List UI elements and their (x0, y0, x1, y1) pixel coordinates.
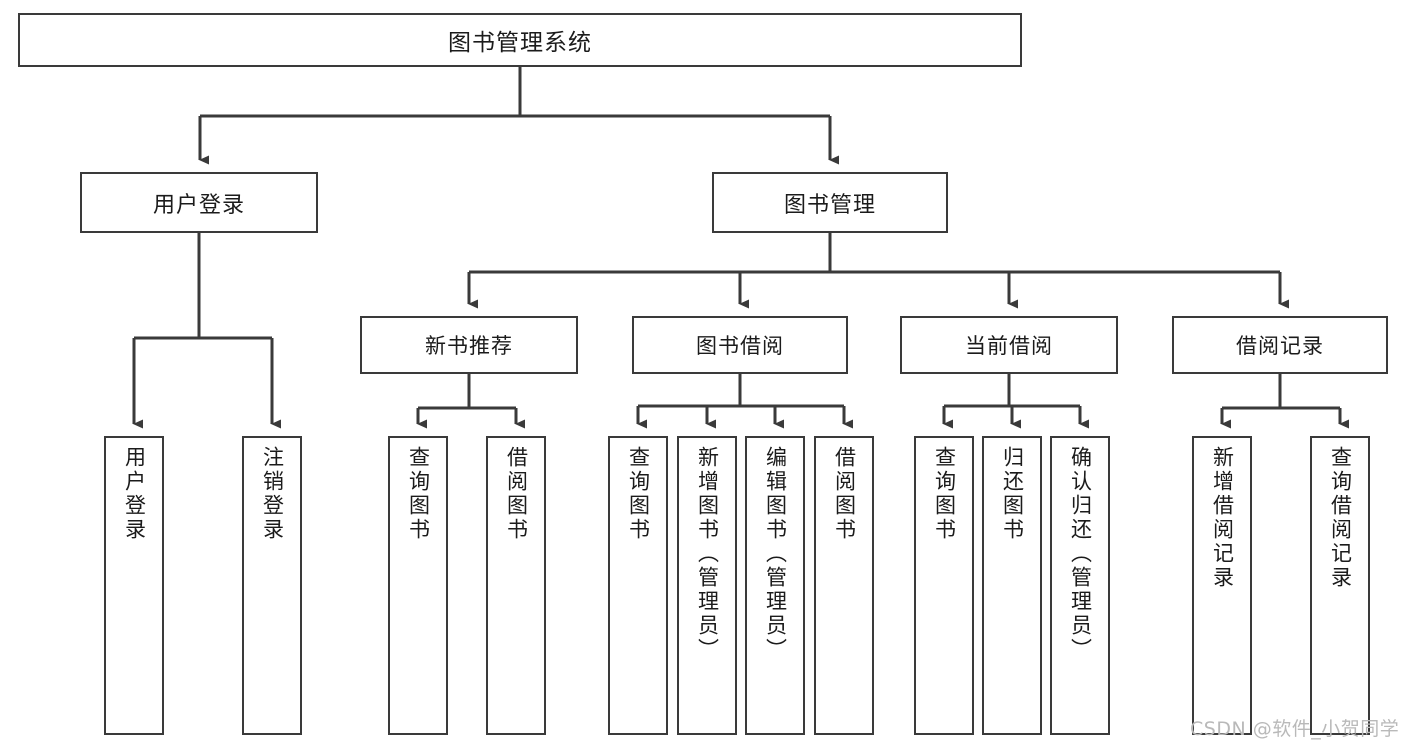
node-leaf-borrow-book-2-label: 借阅图书 (832, 446, 857, 542)
node-leaf-query-book-1-label: 查询图书 (406, 446, 431, 542)
watermark: CSDN @软件_小贺同学 (1190, 718, 1400, 740)
node-leaf-query-book-3[interactable]: 查询图书 (914, 436, 974, 735)
node-new-book-recommend[interactable]: 新书推荐 (360, 316, 578, 374)
node-book-borrow[interactable]: 图书借阅 (632, 316, 848, 374)
node-leaf-return-book[interactable]: 归还图书 (982, 436, 1042, 735)
node-leaf-add-record-label: 新增借阅记录 (1210, 446, 1235, 590)
node-leaf-query-record-label: 查询借阅记录 (1328, 446, 1353, 590)
node-book-manage-label: 图书管理 (783, 192, 876, 218)
node-current-borrow-label: 当前借阅 (965, 334, 1053, 358)
node-leaf-user-login[interactable]: 用户登录 (104, 436, 164, 735)
node-user-login[interactable]: 用户登录 (80, 172, 318, 233)
node-leaf-borrow-book-1[interactable]: 借阅图书 (486, 436, 546, 735)
node-new-book-recommend-label: 新书推荐 (425, 334, 513, 358)
node-leaf-edit-book-label: 编辑图书（管理员） (763, 446, 788, 662)
node-leaf-borrow-book-2[interactable]: 借阅图书 (814, 436, 874, 735)
node-leaf-query-book-2-label: 查询图书 (626, 446, 651, 542)
node-leaf-edit-book[interactable]: 编辑图书（管理员） (745, 436, 805, 735)
node-leaf-add-book[interactable]: 新增图书（管理员） (677, 436, 737, 735)
node-book-manage[interactable]: 图书管理 (712, 172, 948, 233)
node-borrow-record-label: 借阅记录 (1236, 334, 1324, 358)
node-leaf-user-logout[interactable]: 注销登录 (242, 436, 302, 735)
node-leaf-return-book-label: 归还图书 (1000, 446, 1025, 542)
node-leaf-confirm-return[interactable]: 确认归还（管理员） (1050, 436, 1110, 735)
node-root[interactable]: 图书管理系统 (18, 13, 1022, 67)
node-root-label: 图书管理系统 (448, 30, 592, 56)
node-book-borrow-label: 图书借阅 (696, 334, 784, 358)
node-leaf-user-login-label: 用户登录 (122, 446, 147, 542)
node-leaf-add-record[interactable]: 新增借阅记录 (1192, 436, 1252, 735)
node-current-borrow[interactable]: 当前借阅 (900, 316, 1118, 374)
node-leaf-query-book-2[interactable]: 查询图书 (608, 436, 668, 735)
node-leaf-borrow-book-1-label: 借阅图书 (504, 446, 529, 542)
node-leaf-confirm-return-label: 确认归还（管理员） (1068, 446, 1093, 662)
node-leaf-query-record[interactable]: 查询借阅记录 (1310, 436, 1370, 735)
node-leaf-query-book-1[interactable]: 查询图书 (388, 436, 448, 735)
node-leaf-add-book-label: 新增图书（管理员） (695, 446, 720, 662)
node-leaf-user-logout-label: 注销登录 (260, 446, 285, 542)
node-user-login-label: 用户登录 (152, 192, 245, 218)
node-leaf-query-book-3-label: 查询图书 (932, 446, 957, 542)
node-borrow-record[interactable]: 借阅记录 (1172, 316, 1388, 374)
